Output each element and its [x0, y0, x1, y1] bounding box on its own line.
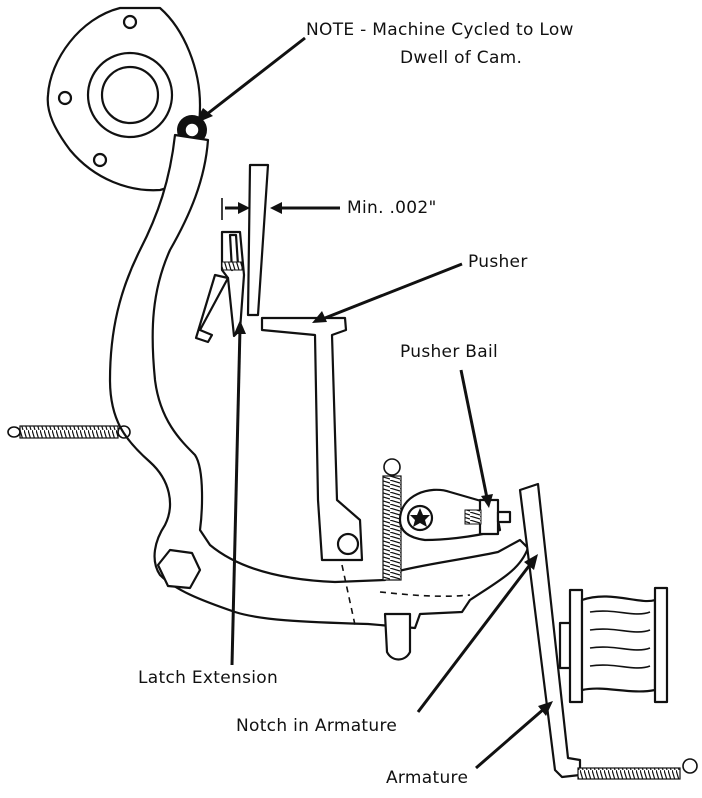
center-spring	[382, 458, 402, 581]
latch-extension-label: Latch Extension	[138, 668, 279, 688]
leader-arrows	[194, 36, 553, 770]
latch-extension-plate	[246, 163, 270, 317]
cam-plate	[46, 6, 202, 192]
armature-label: Armature	[386, 768, 469, 788]
pusher-bail-label: Pusher Bail	[400, 342, 499, 362]
pusher-label: Pusher	[468, 252, 528, 272]
note-label-line2: Dwell of Cam.	[400, 48, 523, 68]
right-spring	[577, 758, 698, 780]
coil	[558, 586, 669, 704]
min-clearance-label: Min. .002"	[347, 198, 437, 218]
notch-in-armature-label: Notch in Armature	[236, 716, 398, 736]
main-lever	[108, 133, 530, 661]
note-label-line1: NOTE - Machine Cycled to Low	[306, 20, 574, 40]
pusher-bail	[398, 488, 512, 542]
pusher	[260, 316, 364, 562]
left-spring	[7, 425, 131, 439]
latch	[194, 230, 246, 344]
